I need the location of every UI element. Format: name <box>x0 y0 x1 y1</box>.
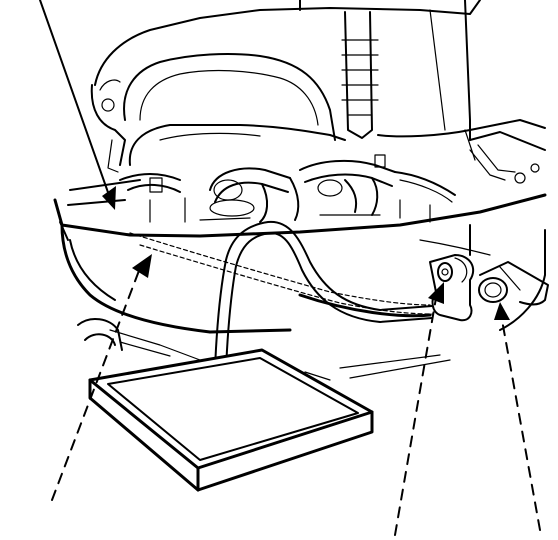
engine-block <box>90 0 546 173</box>
lower-cowl <box>53 179 547 334</box>
callout-4-leader <box>494 302 541 531</box>
callout-2-leader <box>51 254 152 501</box>
callout-1-leader <box>39 0 116 210</box>
drain-fittings <box>429 254 549 322</box>
oil-pan <box>88 348 374 492</box>
hose-assembly <box>119 144 540 223</box>
hidden-oil-line <box>129 232 433 315</box>
midsection <box>77 318 451 381</box>
callout-3-leader <box>394 282 444 536</box>
